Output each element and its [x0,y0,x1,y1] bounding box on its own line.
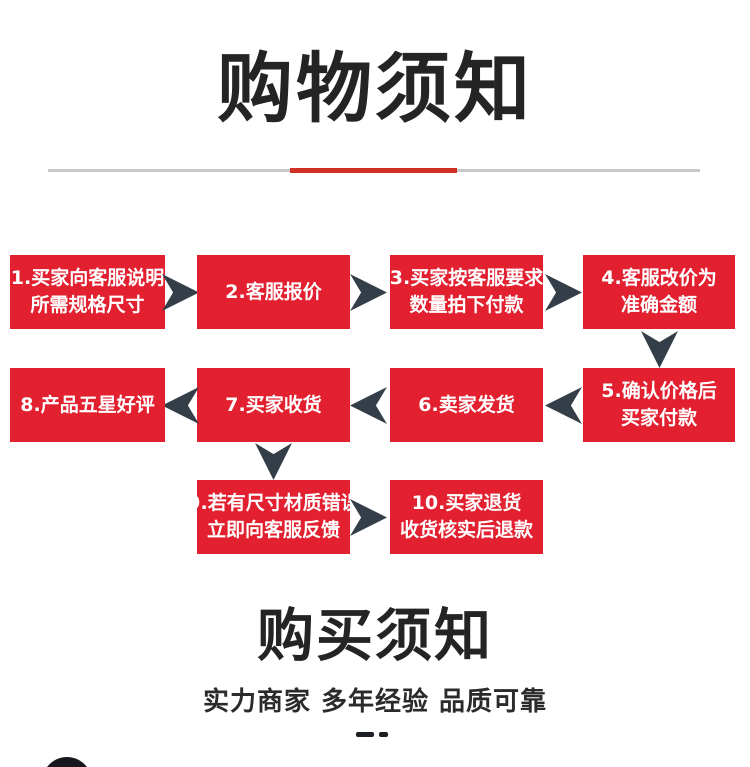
dot-mark [379,732,388,737]
divider-accent [290,168,457,173]
arrow-left-icon [162,387,199,424]
flow-step-1: 1.买家向客服说明 所需规格尺寸 [10,255,165,329]
flow-step-5-line1: 5.确认价格后 [601,380,717,402]
dash-mark [356,732,374,737]
flow-step-4: 4.客服改价为 准确金额 [583,255,735,329]
flow-step-9: 9.若有尺寸材质错误 立即向客服反馈 [187,480,360,554]
flow-step-6-line1: 6.卖家发货 [418,393,515,416]
flow-step-7-line1: 7.买家收货 [225,393,322,416]
flow-step-10: 10.买家退货 收货核实后退款 [390,480,543,554]
flow-step-8: 8.产品五星好评 [10,368,165,442]
arrow-right-icon [350,499,387,536]
flow-step-5: 5.确认价格后 买家付款 [583,368,735,442]
flow-step-2-line1: 2.客服报价 [225,280,322,303]
arrow-right-icon [545,274,582,311]
flow-step-7: 7.买家收货 [197,368,350,442]
arrow-down-icon [641,331,678,368]
flow-step-8-line1: 8.产品五星好评 [20,393,155,416]
flow-step-1-line2: 所需规格尺寸 [30,294,145,316]
arrow-down-icon [255,443,292,480]
flow-step-9-line1: 9.若有尺寸材质错误 [187,492,360,514]
partial-circle-decoration [42,757,92,767]
flow-step-3-line1: 3.买家按客服要求 [389,267,544,289]
flow-step-10-line2: 收货核实后退款 [399,519,533,541]
flow-step-3-line2: 数量拍下付款 [409,294,524,316]
flow-step-2: 2.客服报价 [197,255,350,329]
flow-step-4-line1: 4.客服改价为 [601,267,717,289]
arrow-right-icon [162,274,199,311]
footer-subtitle: 实力商家 多年经验 品质可靠 [202,687,548,717]
page-title-shopping-notice: 购物须知 [217,44,533,133]
flow-step-4-line2: 准确金额 [620,294,697,316]
page-title-purchase-notice: 购买须知 [257,603,493,669]
flow-step-6: 6.卖家发货 [390,368,543,442]
flow-step-10-line1: 10.买家退货 [411,492,522,514]
flow-step-1-line1: 1.买家向客服说明 [10,267,165,289]
arrow-right-icon [350,274,387,311]
arrow-left-icon [350,387,387,424]
arrow-left-icon [545,387,582,424]
flow-step-5-line2: 买家付款 [620,407,697,429]
flow-step-3: 3.买家按客服要求 数量拍下付款 [390,255,543,329]
flow-step-9-line2: 立即向客服反馈 [206,519,340,541]
